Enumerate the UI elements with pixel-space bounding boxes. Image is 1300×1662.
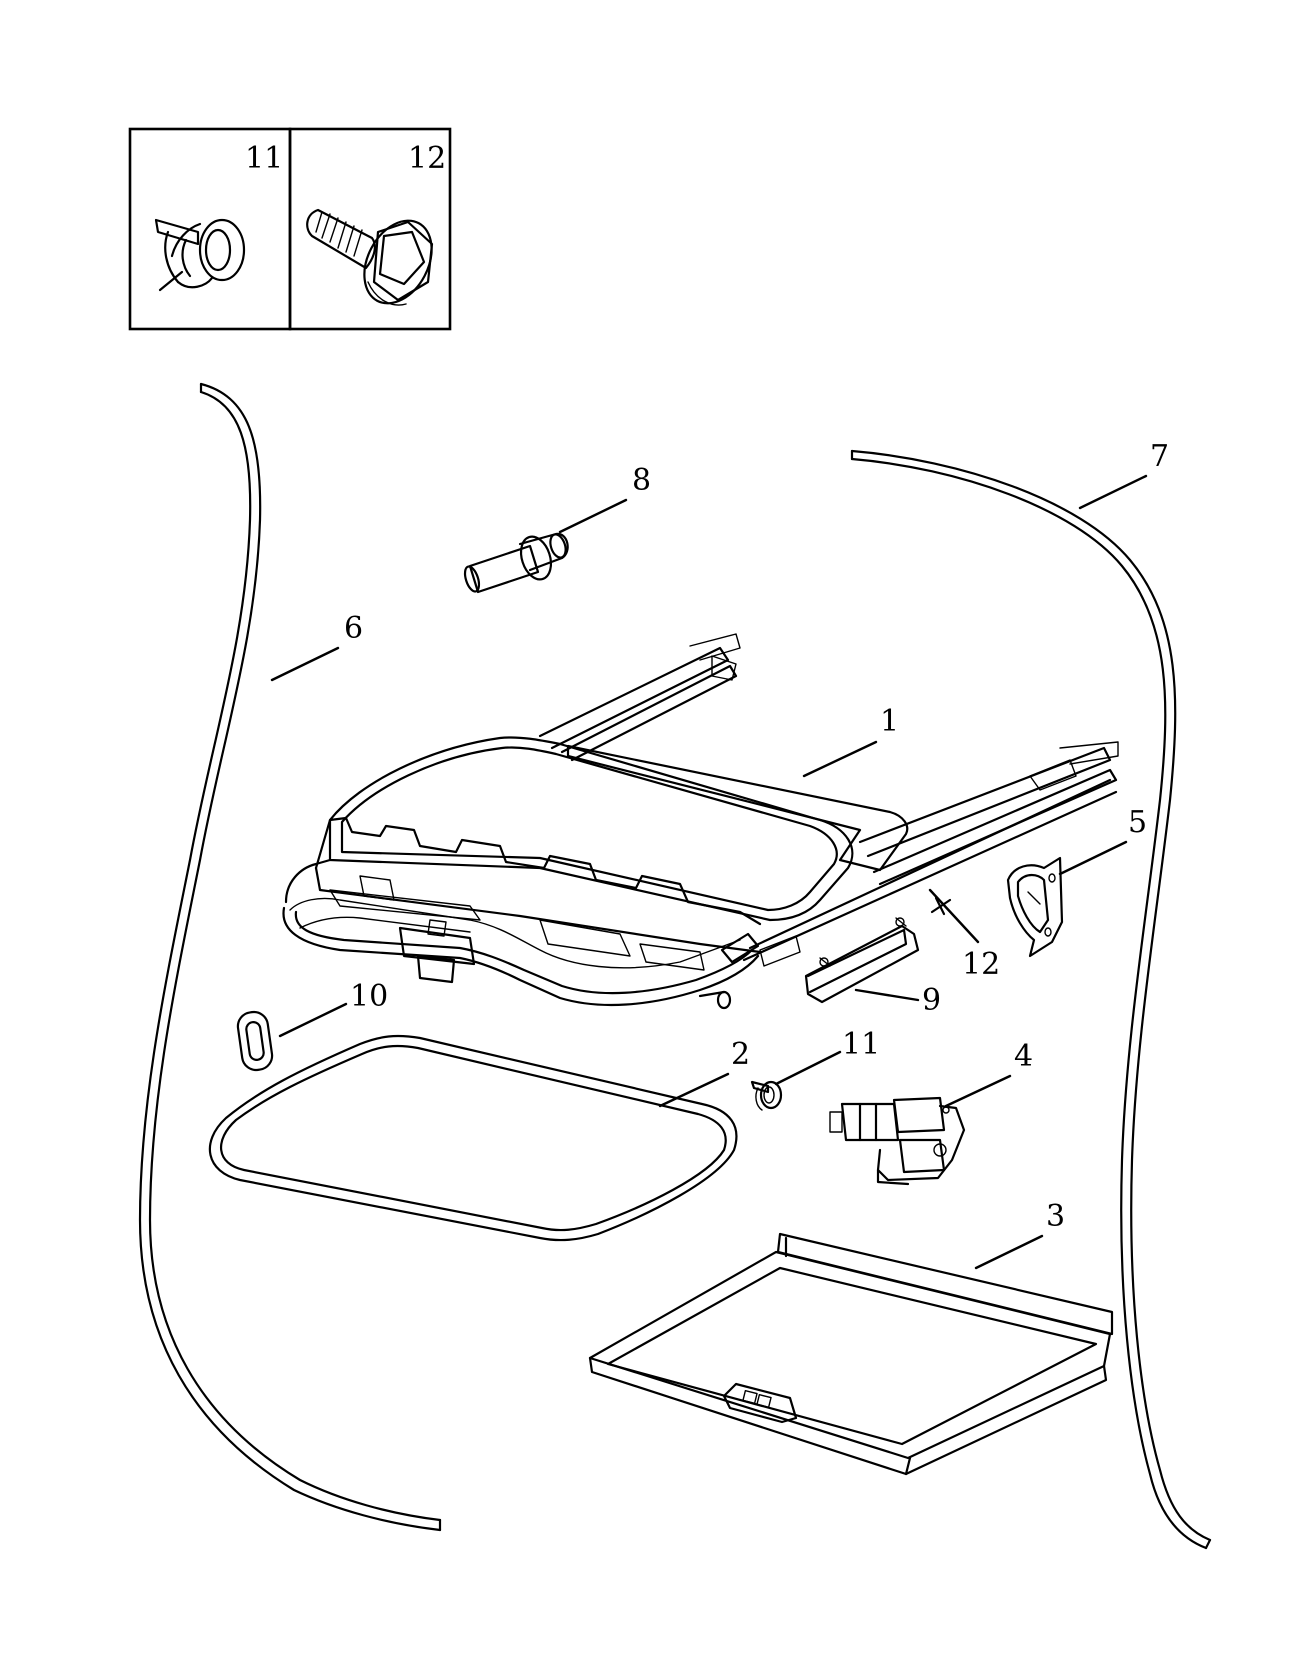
callout-number-2: 2 [731, 1037, 750, 1072]
callout-number-4: 4 [1014, 1039, 1033, 1074]
callout-number-7: 7 [1150, 439, 1169, 474]
inset-label-11: 11 [245, 141, 283, 176]
hose-clamp [750, 1080, 783, 1111]
sunshade-panel [588, 1232, 1114, 1476]
callout-number-5: 5 [1128, 805, 1147, 840]
inset-label-12: 12 [408, 141, 446, 176]
callout-7: 7 [1078, 439, 1169, 510]
callout-number-10: 10 [350, 979, 388, 1014]
drain-connector [463, 532, 569, 594]
callout-12: 12 [928, 888, 1000, 982]
mounting-bracket [1006, 856, 1064, 958]
sunroof-frame-assembly [282, 633, 1119, 1010]
callout-number-3: 3 [1046, 1199, 1065, 1234]
hose-clamp-icon [154, 218, 246, 292]
callout-number-12: 12 [962, 947, 1000, 982]
callout-1: 1 [802, 704, 899, 778]
flange-bolt-icon [306, 208, 434, 306]
left-drain-hose [138, 382, 442, 1532]
callout-4: 4 [944, 1039, 1033, 1108]
inset-box: 11 12 [128, 127, 452, 331]
drive-motor [829, 1096, 966, 1186]
callout-9: 9 [854, 983, 941, 1018]
callout-number-1: 1 [880, 704, 899, 739]
wind-deflector [804, 917, 920, 1004]
callout-8: 8 [558, 463, 651, 534]
callout-number-9: 9 [922, 983, 941, 1018]
inset-cell-12 [288, 127, 452, 331]
callout-2: 2 [658, 1037, 750, 1108]
callout-6: 6 [270, 611, 363, 682]
callout-number-6: 6 [344, 611, 363, 646]
glass-seal [208, 1034, 738, 1242]
callout-10: 10 [278, 979, 388, 1038]
callout-number-8: 8 [632, 463, 651, 498]
callout-3: 3 [974, 1199, 1065, 1270]
grommet [236, 1010, 274, 1072]
right-drain-hose [850, 449, 1212, 1550]
callout-11: 11 [774, 1027, 880, 1086]
callout-number-11: 11 [842, 1027, 880, 1062]
callout-5: 5 [1058, 805, 1147, 876]
